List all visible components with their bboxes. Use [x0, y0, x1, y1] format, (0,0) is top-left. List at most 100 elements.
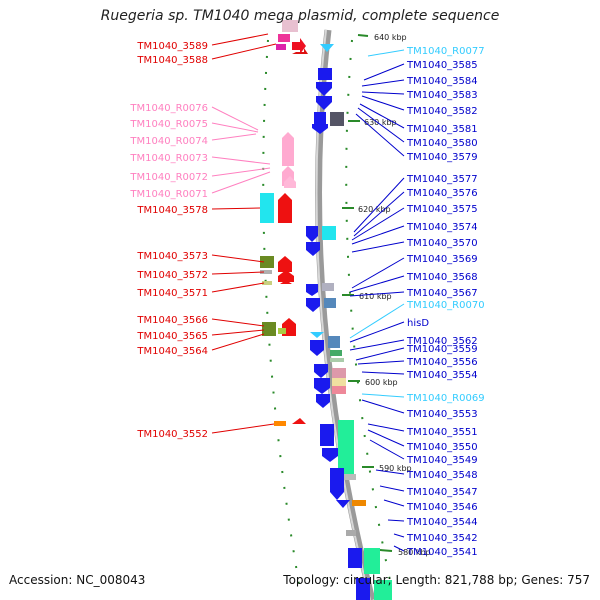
left-connector-line — [211, 133, 257, 141]
gene-block — [322, 283, 334, 291]
gene-block — [320, 424, 334, 446]
rna-arrow — [284, 176, 296, 188]
right-gene-label: TM1040_3584 — [406, 76, 478, 87]
gene-block — [260, 193, 274, 223]
left-gene-label: TM1040_R0074 — [129, 136, 208, 147]
right-labels: TM1040_R0077TM1040_3585TM1040_3584TM1040… — [406, 46, 485, 558]
right-connector-line — [363, 63, 405, 81]
right-gene-label: TM1040_3574 — [406, 222, 478, 233]
right-connector-line — [349, 275, 405, 293]
gene-arrow — [316, 394, 330, 408]
right-gene-label: TM1040_3546 — [406, 502, 478, 513]
left-gene-label: TM1040_3573 — [136, 251, 208, 262]
left-gene-label: TM1040_R0073 — [129, 153, 208, 164]
right-connector-line — [367, 429, 405, 447]
accession-text: Accession: NC_008043 — [9, 573, 146, 587]
right-connector-line — [359, 103, 405, 129]
right-connector-line — [393, 533, 405, 538]
left-gene-label: TM1040_3589 — [136, 41, 208, 52]
right-gene-label: hisD — [407, 318, 429, 329]
left-gene-label: TM1040_3565 — [136, 331, 208, 342]
gene-block — [332, 378, 346, 386]
right-gene-label: TM1040_3577 — [406, 174, 478, 185]
gene-arrow — [306, 226, 318, 242]
gene-arrow — [316, 96, 332, 110]
left-gene-label: TM1040_3571 — [136, 288, 208, 299]
gene-block — [274, 421, 286, 426]
right-connector-line — [351, 241, 405, 253]
kbp-label-640: 640 kbp — [374, 33, 407, 42]
gene-arrow — [322, 448, 338, 462]
right-gene-label: TM1040_3581 — [406, 124, 478, 135]
right-gene-label: TM1040_3583 — [406, 90, 478, 101]
right-gene-label: TM1040_3575 — [406, 204, 478, 215]
gene-block — [314, 112, 326, 124]
right-gene-label: TM1040_3542 — [406, 533, 478, 544]
kbp-label-580: 580 kbp — [398, 548, 431, 557]
kbp-label-610: 610 kbp — [359, 292, 392, 301]
gene-arrow — [316, 82, 332, 96]
right-connector-line — [361, 95, 405, 111]
right-features — [306, 44, 392, 600]
right-gene-label: TM1040_3544 — [406, 517, 478, 528]
left-connector-line — [211, 43, 277, 60]
kbp-label-630: 630 kbp — [364, 118, 397, 127]
right-connector-line — [361, 393, 405, 398]
left-connector-line — [211, 423, 275, 434]
left-connector-line — [211, 171, 271, 194]
left-connector-line — [211, 207, 261, 210]
right-connector-line — [361, 399, 405, 414]
right-connector-line — [349, 339, 405, 351]
gene-block — [318, 68, 332, 80]
right-gene-label: TM1040_3556 — [406, 357, 478, 368]
right-gene-label: TM1040_3553 — [406, 409, 478, 420]
right-connector-line — [361, 91, 405, 95]
left-gene-label: TM1040_3566 — [136, 315, 208, 326]
gene-block — [276, 44, 286, 50]
left-connector-line — [211, 282, 265, 293]
gene-block — [352, 500, 366, 506]
rna-arrow — [282, 132, 294, 166]
right-gene-label: TM1040_R0077 — [406, 46, 485, 57]
gene-arrow — [306, 284, 318, 296]
right-gene-label: TM1040_3551 — [406, 427, 478, 438]
right-connector-line — [353, 191, 405, 237]
gene-block — [278, 328, 286, 334]
left-connector-line — [211, 167, 271, 177]
right-gene-label: TM1040_3541 — [406, 547, 478, 558]
gene-block — [330, 112, 344, 126]
right-connector-line — [355, 113, 405, 157]
right-gene-label: TM1040_3547 — [406, 487, 478, 498]
left-gene-label: TM1040_R0071 — [129, 189, 208, 200]
right-connector-line — [393, 545, 405, 552]
left-gene-label: TM1040_3564 — [136, 346, 208, 357]
kbp-label-590: 590 kbp — [379, 464, 412, 473]
right-gene-label: TM1040_R0070 — [406, 300, 485, 311]
gene-block — [374, 580, 392, 600]
left-connector-line — [211, 333, 265, 351]
gene-arrow — [306, 242, 320, 256]
gene-block — [346, 530, 356, 536]
right-connectors — [349, 49, 405, 552]
left-labels: TM1040_3589TM1040_3588TM1040_R0076TM1040… — [129, 41, 208, 440]
right-gene-label: TM1040_3579 — [406, 152, 478, 163]
right-gene-label: TM1040_3569 — [406, 254, 478, 265]
gene-block — [330, 350, 342, 356]
map-title: Ruegeria sp. TM1040 mega plasmid, comple… — [100, 8, 500, 24]
left-connectors — [211, 33, 277, 434]
gene-block — [260, 256, 274, 268]
right-gene-label: TM1040_3549 — [406, 455, 478, 466]
gene-block — [330, 358, 344, 362]
gene-arrow — [314, 378, 330, 394]
outer-track — [345, 39, 393, 591]
gene-arrow — [292, 418, 306, 424]
gene-block — [344, 474, 356, 480]
right-connector-line — [367, 49, 405, 57]
left-connector-line — [211, 318, 265, 327]
right-gene-label: TM1040_3580 — [406, 138, 478, 149]
gene-arrow — [278, 270, 294, 282]
gene-arrow — [278, 193, 292, 223]
left-gene-label: TM1040_3578 — [136, 205, 208, 216]
backbone-arc — [315, 29, 376, 600]
